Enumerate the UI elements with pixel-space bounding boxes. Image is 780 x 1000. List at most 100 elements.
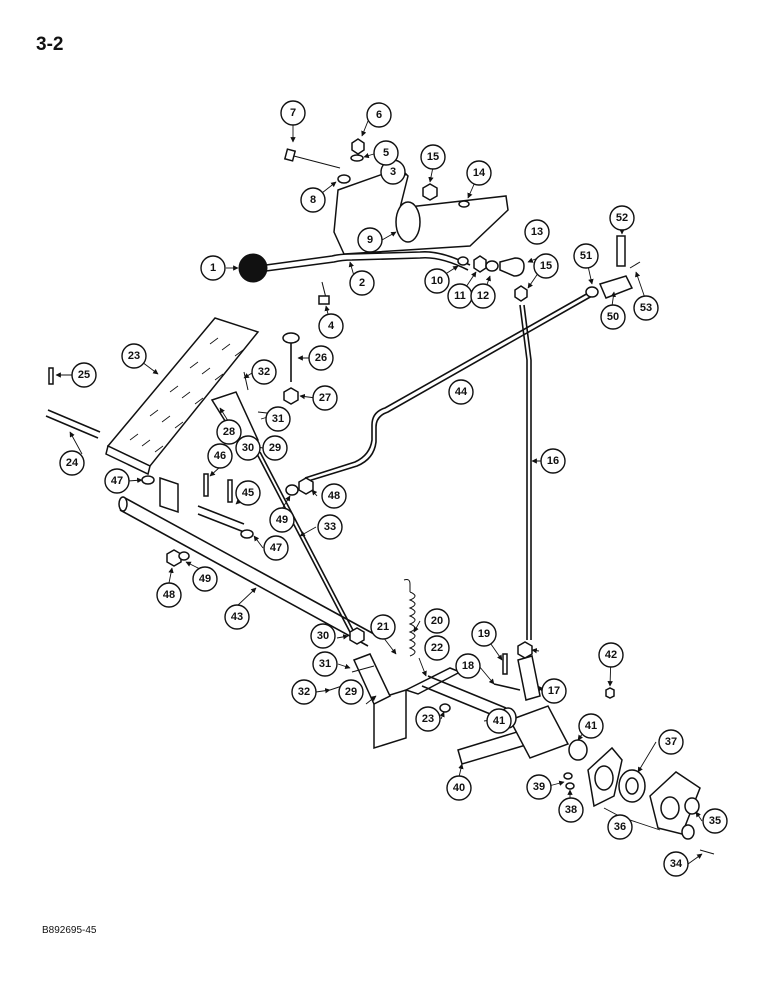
- callout-48: 48: [321, 483, 347, 509]
- callout-20: 20: [424, 608, 450, 634]
- callout-28: 28: [216, 419, 242, 445]
- svg-text:41: 41: [493, 715, 505, 727]
- svg-text:1: 1: [210, 262, 216, 274]
- svg-text:7: 7: [290, 107, 296, 119]
- callout-38: 38: [558, 797, 584, 823]
- svg-text:34: 34: [670, 858, 683, 870]
- callout-13: 13: [524, 219, 550, 245]
- callout-26: 26: [308, 345, 334, 371]
- svg-text:28: 28: [223, 426, 235, 438]
- page-number: 3-2: [36, 34, 64, 55]
- cross-shaft: [124, 497, 375, 635]
- lower-pedal-linkage: [329, 579, 715, 855]
- callout-46: 46: [207, 443, 233, 469]
- svg-text:17: 17: [548, 685, 560, 697]
- svg-text:10: 10: [431, 275, 443, 287]
- callout-18: 18: [455, 653, 481, 679]
- control-rod: [519, 304, 528, 640]
- svg-text:47: 47: [270, 542, 282, 554]
- callout-42: 42: [598, 642, 624, 668]
- svg-text:49: 49: [276, 514, 288, 526]
- svg-text:5: 5: [383, 147, 389, 159]
- callout-17: 17: [541, 678, 567, 704]
- svg-text:38: 38: [565, 804, 577, 816]
- callout-47: 47: [263, 535, 289, 561]
- callout-5: 5: [373, 140, 399, 166]
- callout-12: 12: [470, 283, 496, 309]
- svg-text:30: 30: [242, 442, 254, 454]
- svg-text:31: 31: [272, 413, 284, 425]
- callout-53: 53: [633, 295, 659, 321]
- callout-11: 11: [447, 283, 473, 309]
- callout-25: 25: [71, 362, 97, 388]
- svg-text:2: 2: [359, 277, 365, 289]
- svg-text:27: 27: [319, 392, 331, 404]
- callout-7: 7: [280, 100, 306, 126]
- callout-37: 37: [658, 729, 684, 755]
- callout-44: 44: [448, 379, 474, 405]
- svg-text:15: 15: [427, 151, 439, 163]
- document-code: B892695-45: [42, 925, 97, 936]
- svg-text:39: 39: [533, 781, 545, 793]
- callout-31: 31: [265, 406, 291, 432]
- svg-text:35: 35: [709, 815, 721, 827]
- svg-text:13: 13: [531, 226, 543, 238]
- callout-23: 23: [121, 343, 147, 369]
- svg-text:33: 33: [324, 521, 336, 533]
- callout-52: 52: [609, 205, 635, 231]
- callout-32: 32: [291, 679, 317, 705]
- svg-text:19: 19: [478, 628, 490, 640]
- callout-35: 35: [702, 808, 728, 834]
- callout-29: 29: [262, 435, 288, 461]
- callout-8: 8: [300, 187, 326, 213]
- svg-text:12: 12: [477, 290, 489, 302]
- svg-text:40: 40: [453, 782, 465, 794]
- svg-text:8: 8: [310, 194, 316, 206]
- callout-34: 34: [663, 851, 689, 877]
- svg-text:51: 51: [580, 250, 592, 262]
- svg-text:29: 29: [345, 686, 357, 698]
- callout-16: 16: [540, 448, 566, 474]
- callout-45: 45: [235, 480, 261, 506]
- svg-text:32: 32: [298, 686, 310, 698]
- svg-text:11: 11: [454, 290, 466, 302]
- callout-4: 4: [318, 313, 344, 339]
- svg-text:46: 46: [214, 450, 226, 462]
- callout-2: 2: [349, 270, 375, 296]
- lever-knob: [238, 253, 268, 283]
- callout-31: 31: [312, 651, 338, 677]
- svg-text:14: 14: [473, 167, 486, 179]
- throttle-rod: [304, 291, 591, 479]
- callout-19: 19: [471, 621, 497, 647]
- callout-30: 30: [310, 623, 336, 649]
- callout-9: 9: [357, 227, 383, 253]
- svg-text:31: 31: [319, 658, 331, 670]
- svg-text:4: 4: [328, 320, 335, 332]
- svg-text:49: 49: [199, 573, 211, 585]
- svg-text:52: 52: [616, 212, 628, 224]
- svg-text:45: 45: [242, 487, 254, 499]
- callout-27: 27: [312, 385, 338, 411]
- friction-disc: [395, 201, 421, 243]
- svg-text:43: 43: [231, 611, 243, 623]
- svg-text:16: 16: [547, 455, 559, 467]
- callout-10: 10: [424, 268, 450, 294]
- svg-text:23: 23: [128, 350, 140, 362]
- callout-15: 15: [420, 144, 446, 170]
- svg-text:30: 30: [317, 630, 329, 642]
- svg-text:23: 23: [422, 713, 434, 725]
- svg-text:53: 53: [640, 302, 652, 314]
- svg-text:22: 22: [431, 642, 443, 654]
- svg-text:42: 42: [605, 649, 617, 661]
- svg-text:41: 41: [585, 720, 597, 732]
- svg-text:29: 29: [269, 442, 281, 454]
- hand-lever-assembly: [238, 138, 528, 305]
- callout-39: 39: [526, 774, 552, 800]
- callout-33: 33: [317, 514, 343, 540]
- callout-15: 15: [533, 253, 559, 279]
- callout-50: 50: [600, 304, 626, 330]
- svg-text:48: 48: [328, 490, 340, 502]
- callout-41: 41: [578, 713, 604, 739]
